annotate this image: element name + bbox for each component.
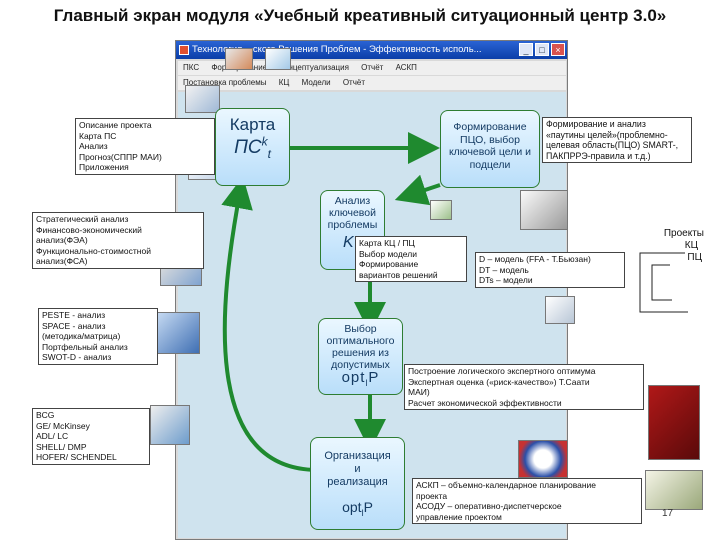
menu-item-konceptualizaciya[interactable]: Концептуализация xyxy=(279,63,349,72)
process-formirovanie[interactable]: Формирование ПЦО, выбор ключевой цели и … xyxy=(440,110,540,188)
menu-item-pks[interactable]: ПКС xyxy=(183,63,200,72)
askp-box: АСКП – объемно-календарное планирование … xyxy=(412,478,642,525)
strategic-analysis-box: Стратегический анализ Финансово-экономич… xyxy=(32,212,204,269)
peste-analysis-box: PESTE - анализ SPACE - анализ (методика/… xyxy=(38,308,158,365)
menu-item-otchet[interactable]: Отчёт xyxy=(361,63,384,72)
close-button[interactable]: × xyxy=(551,43,565,56)
maximize-button[interactable]: □ xyxy=(535,43,549,56)
kc-map-box: Карта КЦ / ПЦ Выбор модели Формирование … xyxy=(355,236,467,283)
menu-bar-secondary: Постановка проблемы КЦ Модели Отчёт xyxy=(178,76,566,90)
menu-item-kc[interactable]: КЦ xyxy=(278,78,290,87)
process-organizaciya[interactable]: Организация и реализация optlP xyxy=(310,437,405,530)
thumbnail-image xyxy=(150,405,190,445)
process-karta-title: Карта xyxy=(229,115,276,134)
app-icon xyxy=(179,45,189,55)
thumbnail-image xyxy=(265,48,291,70)
thumbnail-image xyxy=(430,200,452,220)
goal-web-box: Формирование и анализ «паутины целей»(пр… xyxy=(542,117,692,164)
window-title: Технология ...ского Решения Проблем - Эф… xyxy=(192,44,482,55)
arrow-organizaciya-to-karta xyxy=(221,176,319,472)
project-box: Описание проекта Карта ПС Анализ Прогноз… xyxy=(75,118,215,175)
process-organizaciya-formula: optlP xyxy=(342,499,373,518)
thumbnail-image xyxy=(520,190,568,230)
portfolio-matrices-box: BCG GE/ McKinsey ADL/ LC SHELL/ DMP HOFE… xyxy=(32,408,150,465)
menu-item-modeli[interactable]: Модели xyxy=(301,78,331,87)
process-karta-formula: ПСkt xyxy=(234,135,271,162)
menu-item-otchet-2[interactable]: Отчёт xyxy=(342,78,365,87)
thumbnail-image xyxy=(518,440,568,478)
thumbnail-image xyxy=(225,48,253,70)
optimum-box: Построение логического экспертного оптим… xyxy=(404,364,644,411)
thumbnail-image xyxy=(185,85,220,113)
projects-label: Проекты КЦ ПЦ xyxy=(663,228,704,263)
page-number: 17 xyxy=(662,508,674,519)
process-vybor[interactable]: Выбор оптимального решения из допустимых… xyxy=(318,318,403,395)
minimize-button[interactable]: _ xyxy=(519,43,533,56)
thumbnail-image xyxy=(545,296,575,324)
models-box: D – модель (FFA - Т.Бьюзан) DT – модель … xyxy=(475,252,625,288)
arrow-formirovanie-to-analiz xyxy=(394,174,441,206)
menu-item-askp[interactable]: АСКП xyxy=(395,63,417,72)
process-vybor-formula: optlP xyxy=(341,369,380,388)
thumbnail-image xyxy=(645,470,703,510)
menu-item-postanovka[interactable]: Постановка проблемы xyxy=(183,78,267,87)
thumbnail-image xyxy=(648,385,700,460)
slide-title: Главный экран модуля «Учебный креативный… xyxy=(53,6,667,25)
process-karta[interactable]: Карта ПСkt xyxy=(215,108,290,186)
